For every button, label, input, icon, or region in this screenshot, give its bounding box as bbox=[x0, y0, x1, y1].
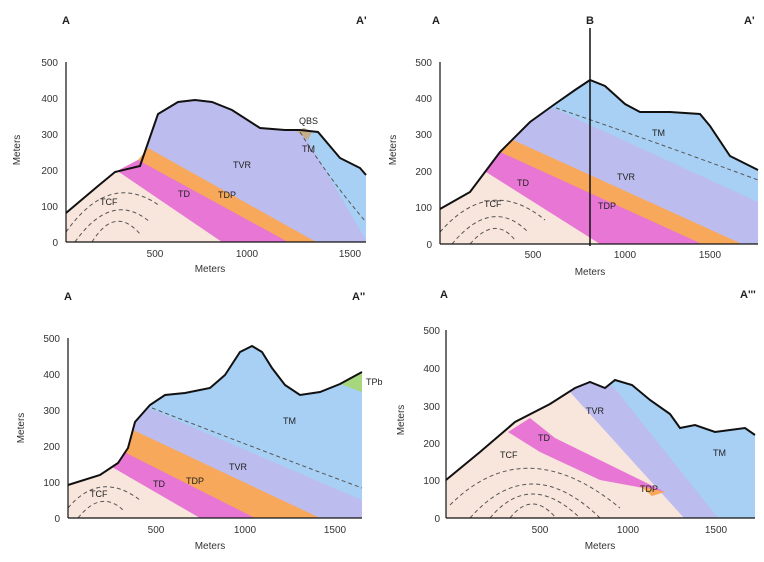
panel-1-unit-label-TD: TD bbox=[178, 189, 190, 199]
panel-3-x-axis-title: Meters bbox=[195, 541, 226, 552]
panel-3-unit-TPb bbox=[340, 372, 362, 392]
panel-1-unit-label-TVR: TVR bbox=[233, 160, 252, 170]
panel-4-fold-lines bbox=[449, 467, 621, 519]
panel-1-topography bbox=[65, 98, 367, 214]
panel-2-unit-label-TD: TD bbox=[517, 178, 529, 188]
panel-1-y-tick-300: 300 bbox=[41, 130, 58, 141]
panel-1-y-tick-500: 500 bbox=[41, 58, 58, 69]
panel-1-right-label: A' bbox=[356, 15, 367, 27]
panel-2-y-tick-0: 0 bbox=[426, 240, 432, 251]
panel-1-y-tick-200: 200 bbox=[41, 166, 58, 177]
panel-3-unit-label-TM: TM bbox=[283, 416, 296, 426]
panel-1-x-tick-500: 500 bbox=[147, 249, 164, 260]
panel-2-y-tick-300: 300 bbox=[415, 130, 432, 141]
panel-4-unit-label-TVR: TVR bbox=[586, 406, 605, 416]
panel-4-y-tick-500: 500 bbox=[423, 326, 440, 337]
panel-4-y-tick-300: 300 bbox=[423, 402, 440, 413]
panel-4-unit-label-TCF: TCF bbox=[500, 450, 518, 460]
panel-2-unit-label-TCF: TCF bbox=[484, 199, 502, 209]
panel-2-y-axis-title: Meters bbox=[388, 135, 399, 166]
panel-3-fold-lines bbox=[67, 407, 363, 519]
panel-4-y-tick-400: 400 bbox=[423, 364, 440, 375]
panel-1-x-axis-title: Meters bbox=[195, 264, 226, 275]
panel-4-left-label: A bbox=[440, 289, 448, 301]
panel-2-x-axis-title: Meters bbox=[575, 267, 606, 278]
panel-1-unit-label-TDP: TDP bbox=[218, 190, 236, 200]
panel-2-cross-section: A B A' 500 400 300 200 100 0 500 1000 15… bbox=[388, 15, 759, 278]
panel-2-unit-label-TM: TM bbox=[652, 128, 665, 138]
panel-4-unit-TD bbox=[508, 418, 665, 492]
panel-2-y-tick-500: 500 bbox=[415, 58, 432, 69]
panel-2-x-tick-500: 500 bbox=[525, 250, 542, 261]
panel-3-left-label: A bbox=[64, 291, 72, 303]
panel-3-y-tick-300: 300 bbox=[43, 406, 60, 417]
panel-2-y-tick-400: 400 bbox=[415, 94, 432, 105]
panel-4-right-label: A''' bbox=[740, 289, 756, 301]
panel-4-x-tick-500: 500 bbox=[532, 525, 549, 536]
panel-4-x-tick-1000: 1000 bbox=[617, 525, 640, 536]
panel-3-y-axis-title: Meters bbox=[16, 413, 27, 444]
panel-1-y-tick-0: 0 bbox=[52, 238, 58, 249]
panel-3-unit-label-TDP: TDP bbox=[186, 476, 204, 486]
panel-3-y-tick-200: 200 bbox=[43, 442, 60, 453]
panel-4-x-tick-1500: 1500 bbox=[705, 525, 728, 536]
panel-1-fold-lines bbox=[65, 131, 367, 243]
panel-3-x-tick-1500: 1500 bbox=[324, 525, 347, 536]
panel-3-unit-label-TD: TD bbox=[153, 479, 165, 489]
panel-1-unit-label-QBS: QBS bbox=[299, 116, 318, 126]
panel-3-y-tick-500: 500 bbox=[43, 334, 60, 345]
panel-3-unit-label-TVR: TVR bbox=[229, 462, 248, 472]
panel-3-unit-label-TPb: TPb bbox=[366, 377, 383, 387]
panel-2-left-label: A bbox=[432, 15, 440, 27]
panel-3-unit-label-TCF: TCF bbox=[90, 489, 108, 499]
panel-4-unit-label-TM: TM bbox=[713, 448, 726, 458]
panel-1-cross-section: A A' 500 400 300 200 100 0 500 1000 1500… bbox=[12, 15, 367, 275]
panel-2-unit-label-TDP: TDP bbox=[598, 201, 616, 211]
panel-2-unit-TCF bbox=[440, 172, 600, 244]
panel-2-topography bbox=[439, 78, 759, 210]
panel-4-cross-section: A A''' 500 400 300 200 100 0 500 1000 15… bbox=[396, 289, 756, 552]
panel-2-y-tick-100: 100 bbox=[415, 203, 432, 214]
panel-1-left-label: A bbox=[62, 15, 70, 27]
panel-2-right-label: A' bbox=[744, 15, 755, 27]
panel-1-y-tick-400: 400 bbox=[41, 94, 58, 105]
panel-3-y-tick-100: 100 bbox=[43, 478, 60, 489]
panel-2-mid-label: B bbox=[586, 15, 594, 27]
panel-3-right-label: A'' bbox=[352, 291, 366, 303]
panel-3-x-tick-1000: 1000 bbox=[234, 525, 257, 536]
panel-1-y-tick-100: 100 bbox=[41, 202, 58, 213]
panel-1-unit-label-TCF: TCF bbox=[100, 197, 118, 207]
panel-1-unit-label-TM: TM bbox=[302, 144, 315, 154]
panel-2-x-tick-1500: 1500 bbox=[699, 250, 722, 261]
panel-3-unit-TCF bbox=[68, 467, 200, 518]
panel-2-unit-label-TVR: TVR bbox=[617, 172, 636, 182]
panel-2-y-tick-200: 200 bbox=[415, 167, 432, 178]
panel-4-y-axis-title: Meters bbox=[396, 405, 407, 436]
panel-1-unit-TCF bbox=[66, 170, 222, 242]
panel-4-y-tick-0: 0 bbox=[434, 514, 440, 525]
panel-4-x-axis-title: Meters bbox=[585, 541, 616, 552]
panel-3-x-tick-500: 500 bbox=[148, 525, 165, 536]
panel-4-unit-label-TD: TD bbox=[538, 433, 550, 443]
panel-2-x-tick-1000: 1000 bbox=[614, 250, 637, 261]
panel-3-topography bbox=[67, 344, 363, 486]
panel-1-x-tick-1500: 1500 bbox=[339, 249, 362, 260]
panel-4-topography bbox=[445, 378, 756, 481]
panel-1-x-tick-1000: 1000 bbox=[236, 249, 259, 260]
panel-3-cross-section: A A'' 500 400 300 200 100 0 500 1000 150… bbox=[16, 291, 383, 552]
panel-4-unit-label-TDP: TDP bbox=[640, 484, 658, 494]
panel-4-unit-TDP bbox=[640, 486, 665, 496]
panel-3-y-tick-400: 400 bbox=[43, 370, 60, 381]
panel-3-y-tick-0: 0 bbox=[54, 514, 60, 525]
panel-4-y-tick-100: 100 bbox=[423, 476, 440, 487]
panel-1-y-axis-title: Meters bbox=[12, 135, 23, 166]
panel-4-y-tick-200: 200 bbox=[423, 439, 440, 450]
